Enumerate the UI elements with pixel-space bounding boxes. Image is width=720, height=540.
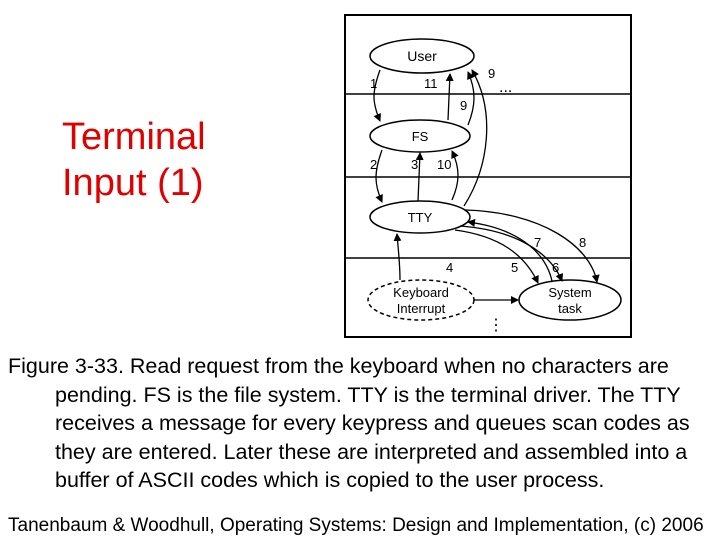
system-node-label-line1: System [548, 285, 591, 300]
arrow-6 [459, 225, 564, 282]
terminal-input-diagram: User FS TTY Keyboard Interrupt System ta… [344, 14, 632, 338]
arrow-8 [464, 209, 600, 283]
tty-node-label: TTY [408, 210, 433, 225]
user-node [369, 38, 475, 74]
label-9-upper: 9 [488, 66, 495, 81]
arrow-9-tty-to-user [463, 69, 488, 207]
slide-title-line2: Input (1) [62, 162, 204, 204]
label-1: 1 [370, 76, 377, 91]
arrow-11 [445, 73, 454, 121]
diagram-frame [344, 14, 632, 338]
arrow-4 [393, 233, 402, 281]
system-node-label-line2: task [558, 301, 582, 316]
label-6: 6 [552, 260, 559, 275]
label-7: 7 [534, 235, 541, 250]
label-8: 8 [579, 235, 586, 250]
slide-title-line1: Terminal [62, 116, 206, 158]
user-node-label: User [407, 48, 437, 64]
tty-node [369, 200, 471, 234]
arrow-3 [415, 152, 424, 202]
label-10: 10 [437, 157, 451, 172]
slide-title: Terminal Input (1) [62, 114, 206, 206]
label-4: 4 [446, 260, 453, 275]
ellipsis-bottom: ⋮ [488, 317, 504, 334]
keyboard-node-label-line2: Interrupt [397, 301, 446, 316]
ellipsis-top: ... [499, 79, 512, 96]
label-11: 11 [424, 76, 438, 91]
arrow-2 [375, 149, 383, 203]
figure-caption: Figure 3-33. Read request from the keybo… [8, 354, 690, 492]
arrow-5 [454, 229, 539, 284]
label-2: 2 [370, 157, 377, 172]
footer-citation: Tanenbaum & Woodhull, Operating Systems:… [8, 515, 704, 536]
label-3: 3 [411, 157, 418, 172]
label-5: 5 [511, 260, 518, 275]
arrow-10 [451, 150, 459, 201]
arrow-1 [373, 69, 381, 122]
fs-node [369, 119, 471, 153]
arrow-9-fs-to-user [467, 71, 475, 126]
label-9-lower: 9 [460, 98, 467, 113]
keyboard-node-label-line1: Keyboard [393, 285, 449, 300]
system-task-node [518, 279, 622, 321]
fs-node-label: FS [412, 129, 429, 144]
